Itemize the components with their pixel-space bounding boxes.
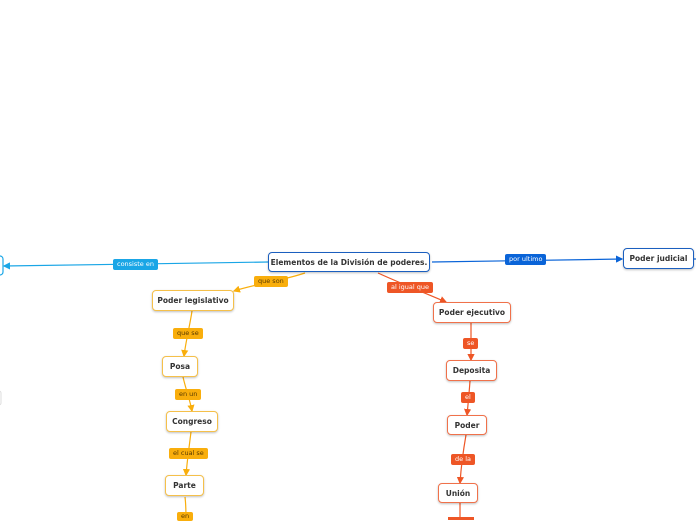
node-parte[interactable]: Parte xyxy=(165,475,204,496)
label-consiste-en[interactable]: consiste en xyxy=(113,259,158,270)
label-que-son[interactable]: que son xyxy=(254,276,288,287)
left-small-edge xyxy=(0,390,2,406)
label-el[interactable]: el xyxy=(461,392,475,403)
bottom-red-edge xyxy=(448,517,474,520)
left-node-edge xyxy=(0,255,4,276)
label-que-se[interactable]: que se xyxy=(173,328,203,339)
label-por-ultimo[interactable]: por ultimo xyxy=(505,254,547,265)
node-poder-judicial[interactable]: Poder judicial xyxy=(623,248,694,269)
label-el-cual-se[interactable]: el cual se xyxy=(169,448,208,459)
node-union[interactable]: Unión xyxy=(438,483,478,503)
node-congreso[interactable]: Congreso xyxy=(166,411,218,432)
label-se[interactable]: se xyxy=(463,338,479,349)
node-deposita[interactable]: Deposita xyxy=(446,360,497,381)
label-en[interactable]: en xyxy=(177,512,194,521)
label-en-un[interactable]: en un xyxy=(175,389,202,400)
label-de-la[interactable]: de la xyxy=(451,454,475,465)
node-poder-legislativo[interactable]: Poder legislativo xyxy=(152,290,234,311)
node-posa[interactable]: Posa xyxy=(162,356,198,377)
node-poder[interactable]: Poder xyxy=(447,415,487,435)
root-node[interactable]: Elementos de la División de poderes. xyxy=(268,252,430,272)
node-poder-ejecutivo[interactable]: Poder ejecutivo xyxy=(433,302,511,323)
label-al-igual-que[interactable]: al igual que xyxy=(387,282,434,293)
